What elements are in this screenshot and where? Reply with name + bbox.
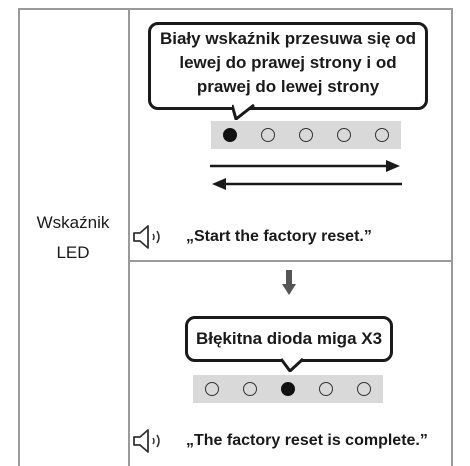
instruction-bubble-1: Biały wskaźnik przesuwa się od lewej do … [148, 22, 428, 120]
speaker-icon [133, 429, 160, 453]
bubble-1-tail [232, 104, 256, 120]
table-border-left [18, 8, 20, 466]
bubble-1-line2: lewej do prawej strony i od [179, 53, 397, 72]
row-label-line1: Wskaźnik [36, 213, 110, 232]
led-dot-off [205, 382, 219, 396]
row-label: Wskaźnik LED [18, 208, 128, 268]
row-label-line2: LED [56, 243, 90, 262]
table-border-right [451, 8, 453, 466]
led-dot-off [319, 382, 333, 396]
bubble-1-line3: prawej do lewej strony [196, 77, 380, 96]
table-row-divider [128, 260, 453, 262]
bubble-2-text: Błękitna dioda miga X3 [195, 329, 383, 348]
table-border-top [18, 8, 453, 10]
arrow-left-icon [212, 178, 402, 190]
instruction-bubble-2: Błękitna dioda miga X3 [185, 316, 393, 372]
speaker-icon [133, 225, 160, 249]
bubble-2-tail [280, 358, 304, 372]
led-dot-off [299, 128, 313, 142]
led-dot-off [337, 128, 351, 142]
led-dot-off [375, 128, 389, 142]
voice-prompt-1-text: „Start the factory reset.” [186, 228, 372, 245]
led-dot-off [357, 382, 371, 396]
led-dot-lit [223, 128, 237, 142]
table-column-divider [128, 8, 130, 466]
bubble-1-line1: Biały wskaźnik przesuwa się od [159, 29, 417, 48]
led-dot-off [243, 382, 257, 396]
led-dot-off [261, 128, 275, 142]
led-dot-lit [281, 382, 295, 396]
voice-prompt-2-text: „The factory reset is complete.” [186, 432, 428, 449]
voice-prompt-1: „Start the factory reset.” [132, 224, 372, 250]
voice-prompt-2: „The factory reset is complete.” [132, 428, 428, 454]
factory-reset-table: Wskaźnik LED Biały wskaźnik przesuwa się… [18, 8, 453, 466]
led-strip-2 [193, 375, 383, 403]
arrow-down-icon [282, 270, 296, 295]
arrow-right-icon [210, 160, 400, 172]
led-strip-1 [211, 121, 401, 149]
